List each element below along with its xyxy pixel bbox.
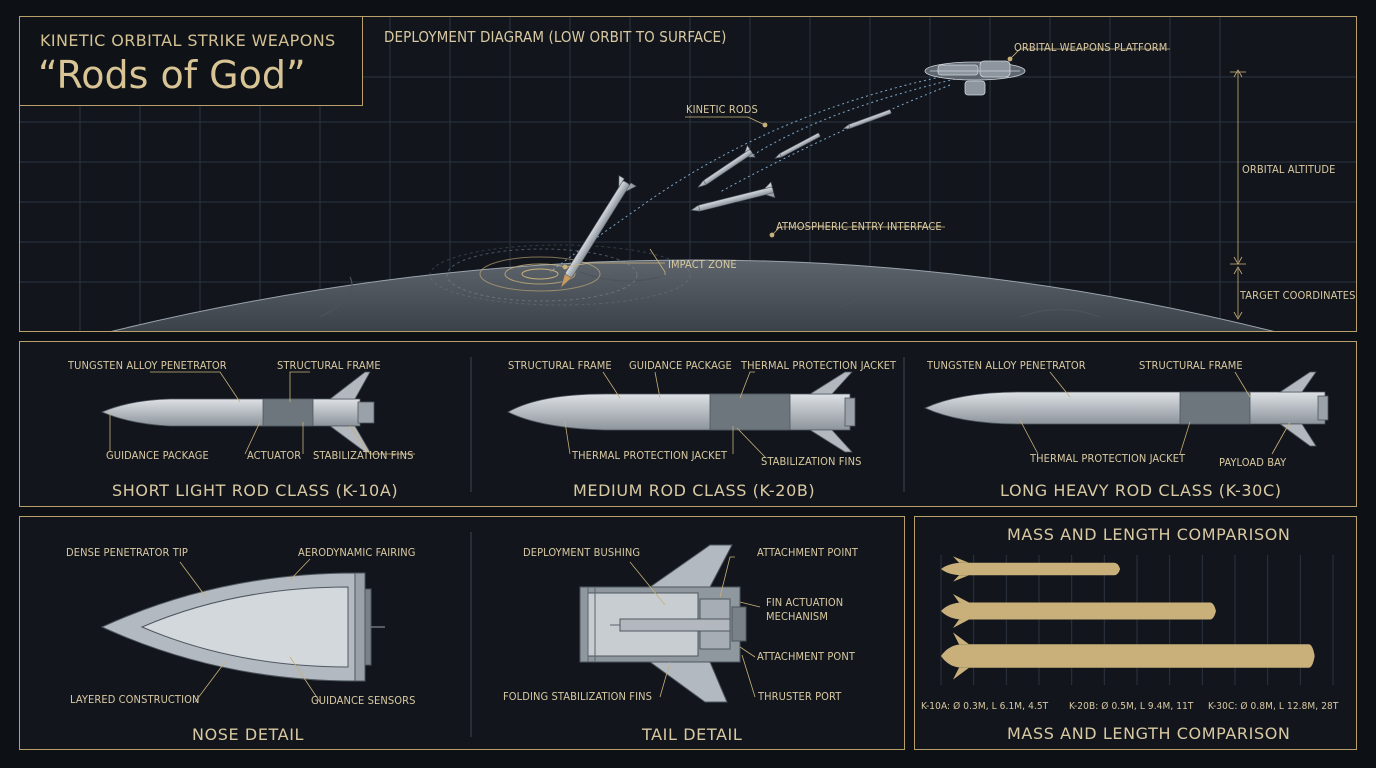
comparison-bar-k-10a bbox=[941, 562, 1121, 576]
label-impact-zone: IMPACT ZONE bbox=[668, 258, 737, 271]
tail-section bbox=[579, 544, 747, 703]
tail-label-fin-actuation: FIN ACTUATION MECHANISM bbox=[766, 596, 844, 623]
title-subtitle: KINETIC ORBITAL STRIKE WEAPONS bbox=[40, 31, 336, 50]
rod2-label-guidance: GUIDANCE PACKAGE bbox=[629, 359, 732, 372]
comparison-fin-k-10a bbox=[953, 556, 969, 582]
nose-label-fairing: AERODYNAMIC FAIRING bbox=[298, 546, 416, 559]
title-box: KINETIC ORBITAL STRIKE WEAPONS “Rods of … bbox=[19, 16, 363, 106]
comparison-fin-k-30c bbox=[953, 632, 969, 680]
rod-k10a bbox=[100, 371, 375, 453]
rod2-label-thermal-top: THERMAL PROTECTION JACKET bbox=[741, 359, 897, 372]
tail-label-thruster: THRUSTER PORT bbox=[758, 690, 842, 703]
comparison-panel: MASS AND LENGTH COMPARISON K-10A: Ø 0.3M… bbox=[914, 516, 1357, 750]
impact-rings bbox=[429, 244, 691, 306]
nose-label-layered: LAYERED CONSTRUCTION bbox=[70, 693, 200, 706]
nose-caption: NOSE DETAIL bbox=[192, 725, 305, 744]
rod2-label-fins: STABILIZATION FINS bbox=[761, 455, 862, 468]
rod1-label-actuator: ACTUATOR bbox=[247, 449, 302, 462]
spec-k10a: K-10A: Ø 0.3M, L 6.1M, 4.5T bbox=[921, 701, 1049, 712]
deployment-panel: DEPLOYMENT DIAGRAM (LOW ORBIT TO SURFACE… bbox=[19, 16, 1357, 332]
spec-k30c: K-30C: Ø 0.8M, L 12.8M, 28T bbox=[1208, 701, 1339, 712]
rod1-label-frame: STRUCTURAL FRAME bbox=[277, 359, 381, 372]
rod2-label-frame: STRUCTURAL FRAME bbox=[508, 359, 612, 372]
rod3-label-payload: PAYLOAD BAY bbox=[1219, 456, 1287, 469]
comparison-bars bbox=[941, 556, 1315, 680]
tail-caption: TAIL DETAIL bbox=[642, 725, 743, 744]
rod3-label-frame: STRUCTURAL FRAME bbox=[1139, 359, 1243, 372]
rod1-caption: SHORT LIGHT ROD CLASS (K-10A) bbox=[112, 481, 399, 500]
rod3-label-thermal: THERMAL PROTECTION JACKET bbox=[1030, 452, 1186, 465]
rod1-label-fins: STABILIZATION FINS bbox=[313, 449, 414, 462]
rods-in-flight bbox=[560, 109, 892, 289]
nose-cone bbox=[100, 572, 385, 682]
comparison-footer: MASS AND LENGTH COMPARISON bbox=[1007, 724, 1291, 743]
label-orbital-altitude: ORBITAL ALTITUDE bbox=[1242, 163, 1336, 176]
rod1-label-guidance: GUIDANCE PACKAGE bbox=[106, 449, 209, 462]
orbital-platform-icon bbox=[924, 60, 1026, 96]
tail-label-folding-fins: FOLDING STABILIZATION FINS bbox=[503, 690, 652, 703]
rod-classes-panel: TUNGSTEN ALLOY PENETRATOR STRUCTURAL FRA… bbox=[19, 341, 1357, 507]
comparison-chart bbox=[940, 555, 1334, 685]
tail-label-attachment-top: ATTACHMENT POINT bbox=[757, 546, 858, 559]
earth-surface bbox=[111, 259, 1274, 331]
label-kinetic-rods: KINETIC RODS bbox=[686, 103, 758, 116]
detail-panel: DENSE PENETRATOR TIP AERODYNAMIC FAIRING… bbox=[19, 516, 905, 750]
nose-label-sensors: GUIDANCE SENSORS bbox=[311, 694, 416, 707]
page-title: “Rods of God” bbox=[38, 53, 306, 97]
tail-label-bushing: DEPLOYMENT BUSHING bbox=[523, 546, 641, 559]
rod-classes-diagram bbox=[100, 357, 1329, 492]
comparison-fin-k-20b bbox=[953, 594, 969, 628]
rod2-caption: MEDIUM ROD CLASS (K-20B) bbox=[573, 481, 816, 500]
comparison-bar-k-20b bbox=[941, 602, 1216, 620]
comparison-heading: MASS AND LENGTH COMPARISON bbox=[1007, 525, 1291, 544]
label-entry-interface: ATMOSPHERIC ENTRY INTERFACE bbox=[776, 220, 942, 233]
deployment-diagram bbox=[20, 17, 1356, 331]
rod2-label-thermal-bottom: THERMAL PROTECTION JACKET bbox=[572, 449, 728, 462]
label-platform: ORBITAL WEAPONS PLATFORM bbox=[1014, 41, 1168, 54]
spec-k20b: K-20B: Ø 0.5M, L 9.4M, 11T bbox=[1069, 701, 1194, 712]
tail-label-attachment-bottom: ATTACHMENT PONT bbox=[757, 650, 855, 663]
rod-k20b bbox=[507, 371, 856, 453]
rod-k30c bbox=[924, 371, 1329, 447]
rod3-label-penetrator: TUNGSTEN ALLOY PENETRATOR bbox=[927, 359, 1086, 372]
rod1-label-penetrator: TUNGSTEN ALLOY PENETRATOR bbox=[68, 359, 227, 372]
comparison-bar-k-30c bbox=[941, 644, 1315, 668]
detail-diagram bbox=[100, 532, 761, 737]
label-target-coordinates: TARGET COORDINATES bbox=[1240, 289, 1356, 302]
deployment-heading: DEPLOYMENT DIAGRAM (LOW ORBIT TO SURFACE… bbox=[384, 28, 727, 46]
rod3-caption: LONG HEAVY ROD CLASS (K-30C) bbox=[1000, 481, 1282, 500]
nose-label-tip: DENSE PENETRATOR TIP bbox=[66, 546, 188, 559]
